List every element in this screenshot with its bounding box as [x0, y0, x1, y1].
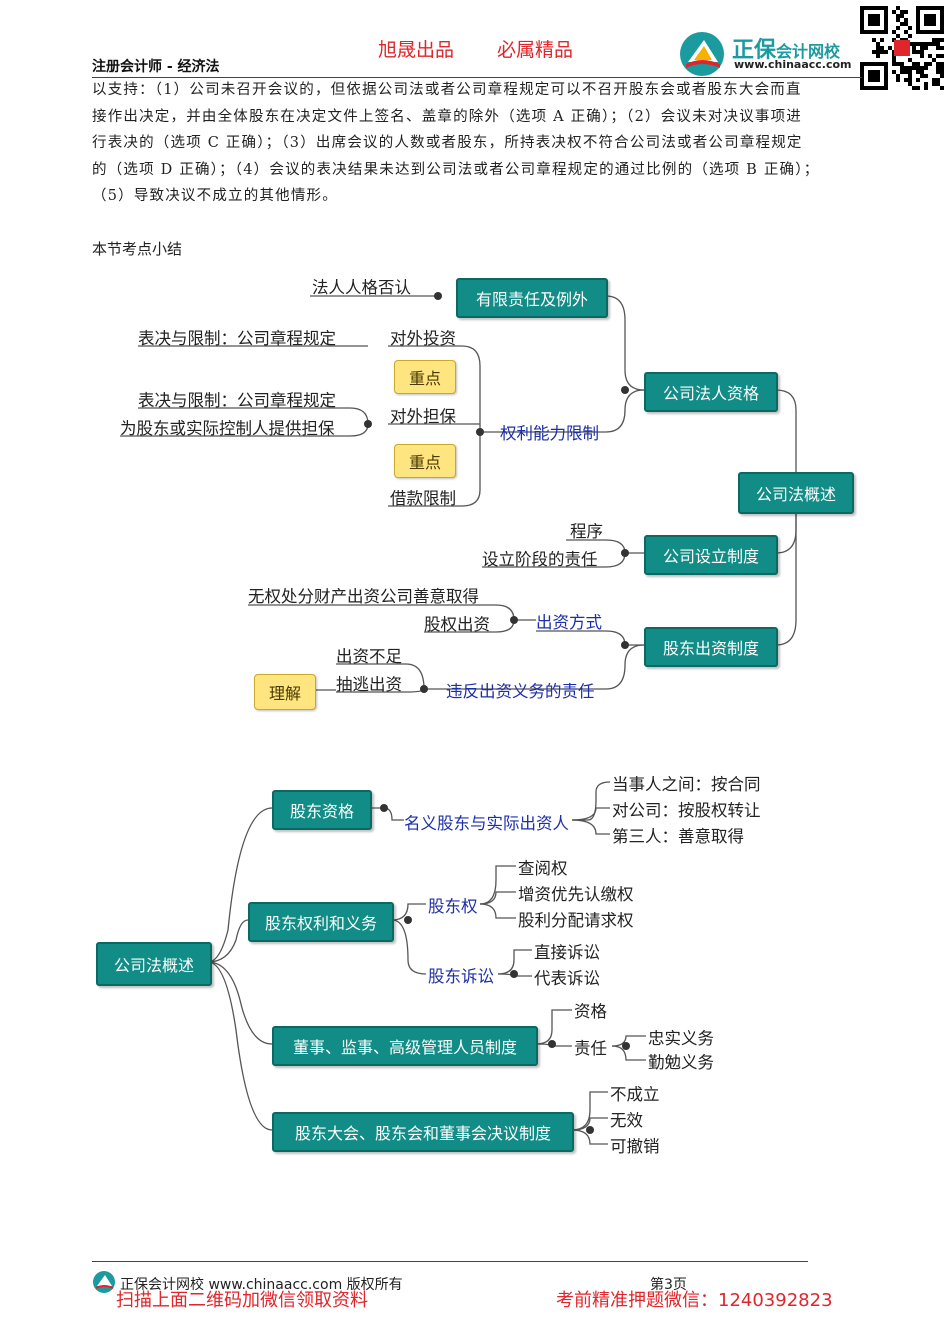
map2-node-resolutions: 股东大会、股东会和董事会决议制度 [272, 1112, 574, 1152]
map2-leaf-direct-suit: 直接诉讼 [534, 943, 600, 962]
map2-leaf-liability: 责任 [574, 1039, 607, 1058]
answer-line: 以支持：（1）公司未召开会议的，但依据公司法或者公司章程规定可以不召开股东会或者… [92, 82, 802, 98]
map2-branch-litigation: 股东诉讼 [428, 967, 494, 986]
map2-leaf-invalid: 无效 [610, 1111, 643, 1130]
header-divider [92, 77, 862, 78]
map1-leaf-vote-limit-2: 表决与限制：公司章程规定 [138, 391, 336, 410]
map1-node-incorporation: 公司设立制度 [644, 535, 778, 575]
map1-leaf-external-investment: 对外投资 [390, 329, 456, 348]
footer-logo-icon [92, 1270, 116, 1294]
logo-name: 正保会计网校 [732, 38, 841, 63]
map2-node-rights-duties: 股东权利和义务 [248, 902, 394, 942]
map1-root-node: 公司法概述 [738, 472, 854, 514]
footer-copyright: 正保会计网校 www.chinaacc.com 版权所有 [120, 1277, 403, 1293]
map2-branch-shareholder-rights: 股东权 [428, 897, 478, 916]
map2-node-shareholder-qualification: 股东资格 [272, 790, 372, 830]
map2-leaf-between-parties: 当事人之间：按合同 [612, 775, 761, 794]
map2-leaf-dividend: 股利分配请求权 [518, 911, 634, 930]
map2-leaf-loyalty: 忠实义务 [648, 1029, 714, 1048]
subject-title: 注册会计师 - 经济法 [92, 59, 220, 75]
qr-code-image [860, 6, 944, 90]
map1-node-legal-person: 公司法人资格 [644, 372, 778, 412]
header-stamp-right: 必属精品 [497, 39, 574, 61]
map1-leaf-vote-limit-1: 表决与限制：公司章程规定 [138, 329, 336, 348]
map1-leaf-withdrawal: 抽逃出资 [336, 675, 402, 694]
logo-url: www.chinaacc.com [734, 58, 852, 71]
map1-leaf-guarantee-shareholder: 为股东或实际控制人提供担保 [120, 419, 335, 438]
map1-tag-key-point-2: 重点 [394, 444, 456, 478]
map2-branch-nominee: 名义股东与实际出资人 [404, 814, 569, 833]
logo-icon [678, 30, 728, 78]
map2-leaf-not-established: 不成立 [610, 1085, 660, 1104]
answer-line: 行表决的（选项 C 正确）；（3）出席会议的人数或者股东，所持表决权不符合公司法… [92, 135, 803, 151]
map1-branch-breach-liability: 违反出资义务的责任 [446, 682, 595, 701]
map1-leaf-bona-fide: 无权处分财产出资公司善意取得 [248, 587, 479, 606]
map2-leaf-qualification: 资格 [574, 1002, 607, 1021]
map2-node-directors: 董事、监事、高级管理人员制度 [272, 1026, 538, 1066]
section-title: 本节考点小结 [92, 240, 183, 258]
answer-paragraph: 以支持：（1）公司未召开会议的，但依据公司法或者公司章程规定可以不召开股东会或者… [92, 77, 862, 210]
map2-leaf-revocable: 可撤销 [610, 1137, 660, 1156]
header-stamp-left: 旭晟出品 [378, 39, 455, 61]
footer-divider [92, 1261, 808, 1262]
footer-promo-left: 扫描上面二维码加微信领取资料 [116, 1290, 368, 1311]
map1-leaf-insufficient: 出资不足 [336, 647, 402, 666]
map2-leaf-diligence: 勤勉义务 [648, 1053, 714, 1072]
map1-branch-capacity-limit: 权利能力限制 [500, 424, 599, 443]
map1-leaf-incorporation-liability: 设立阶段的责任 [482, 550, 598, 569]
footer-promo-right: 考前精准押题微信：1240392823 [556, 1290, 833, 1311]
map1-leaf-procedure: 程序 [570, 522, 603, 541]
map1-node-limited-liability: 有限责任及例外 [456, 278, 608, 318]
map2-leaf-to-company: 对公司：按股权转让 [612, 801, 761, 820]
map2-leaf-third-party: 第三人：善意取得 [612, 827, 744, 846]
map2-leaf-preemptive: 增资优先认缴权 [518, 885, 634, 904]
map1-tag-understand: 理解 [254, 674, 316, 710]
map2-leaf-inspection: 查阅权 [518, 859, 568, 878]
answer-line: 的（选项 D 正确）；（4）会议的表决结果未达到公司法或者公司章程规定的通过比例… [92, 161, 820, 178]
map2-leaf-derivative-suit: 代表诉讼 [534, 969, 600, 988]
map1-leaf-piercing-veil: 法人人格否认 [312, 278, 411, 297]
map1-leaf-external-guarantee: 对外担保 [390, 407, 456, 426]
map1-branch-contribution-method: 出资方式 [536, 613, 602, 632]
footer-page-number: 第3页 [650, 1277, 687, 1293]
map1-leaf-loan-limit: 借款限制 [390, 489, 456, 508]
map1-leaf-equity-contribution: 股权出资 [424, 615, 490, 634]
map2-root-node: 公司法概述 [96, 942, 212, 986]
answer-line: 接作出决定，并由全体股东在决定文件上签名、盖章的除外（选项 A 正确）；（2）会… [92, 108, 803, 125]
map1-tag-key-point-1: 重点 [394, 360, 456, 394]
map1-node-capital-contribution: 股东出资制度 [644, 627, 778, 667]
answer-line: （5）导致决议不成立的其他情形。 [92, 188, 338, 204]
